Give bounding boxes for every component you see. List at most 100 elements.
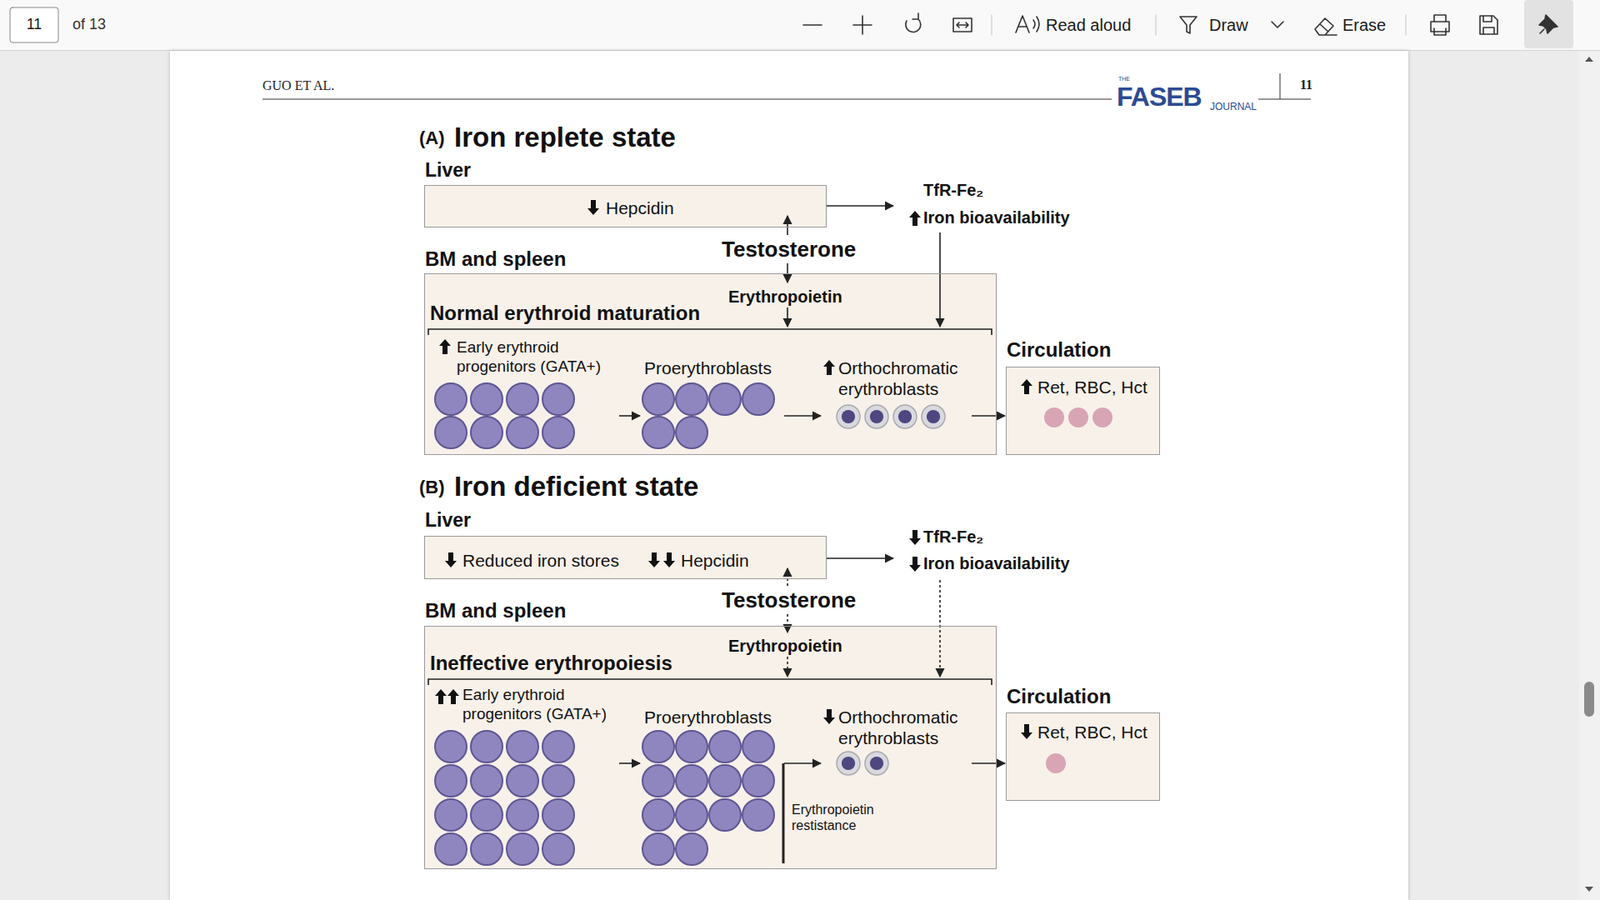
panel-title: Iron replete state <box>454 120 676 155</box>
toolbar-separator <box>991 15 1406 35</box>
progenitor-cell <box>642 730 675 763</box>
flow-arrow <box>619 762 640 765</box>
progenitor-cell <box>470 765 503 797</box>
liver-output-arrow <box>826 557 894 560</box>
testosterone-arrow <box>786 215 789 235</box>
box-text: Erythropoietin <box>728 286 843 307</box>
progenitor-cell <box>506 765 539 797</box>
erythroblast-cell <box>865 405 889 429</box>
progenitor-cell <box>709 730 741 763</box>
page-number: 11 <box>1300 76 1313 93</box>
progenitor-cell <box>675 383 708 415</box>
flow-arrow <box>619 415 640 417</box>
increase-arrow <box>909 210 921 226</box>
zoom-in-icon <box>853 15 872 35</box>
progenitor-cell <box>435 730 467 763</box>
progenitor-cell <box>642 383 675 415</box>
decrease-arrow <box>823 709 835 725</box>
box-text: Ret, RBC, Hct <box>1037 721 1148 743</box>
fit-width-icon <box>953 18 972 32</box>
organ-box: LiverHepcidin <box>424 185 827 228</box>
cell-group: Early erythroid progenitors (GATA+) <box>434 334 620 451</box>
box-fill <box>424 185 827 228</box>
resistance-bar <box>782 763 785 864</box>
cell-group: Orthochromatic erythroblasts <box>821 680 972 797</box>
cell-label: Early erythroid progenitors (GATA+) <box>462 685 618 725</box>
red-blood-cell <box>1045 753 1066 774</box>
box-text: Ret, RBC, Hct <box>1037 376 1148 398</box>
box-heading: Liver <box>425 509 471 533</box>
progenitor-cell <box>642 833 675 865</box>
progenitor-cell <box>642 765 675 797</box>
increase-arrow <box>435 689 447 705</box>
progenitor-cell <box>470 833 503 865</box>
box-fill <box>424 625 997 870</box>
progenitor-cell <box>435 799 467 831</box>
progenitor-cell <box>742 730 775 763</box>
erythroblast-nucleus <box>870 756 884 770</box>
progenitor-cell <box>542 765 575 797</box>
decrease-arrow <box>648 552 660 568</box>
box-subheading: Ineffective erythropoiesis <box>430 651 673 676</box>
erythroblast-cell <box>836 405 860 429</box>
progenitor-cell <box>675 765 708 797</box>
box-fill <box>1005 712 1160 801</box>
progenitor-cell <box>470 799 503 831</box>
toolbar-button: Erase <box>1342 15 1386 35</box>
hormone-label: Testosterone <box>721 587 856 614</box>
red-blood-cell <box>1092 407 1113 428</box>
progenitor-cell <box>470 416 503 449</box>
circulation-box: CirculationRet, RBC, Hct <box>1005 712 1160 801</box>
progenitor-cell <box>506 383 539 415</box>
flow-arrow <box>784 762 821 765</box>
progenitor-cell <box>506 730 539 763</box>
box-subheading: Normal erythroid maturation <box>430 301 700 326</box>
compartment-box: BM and spleenErythropoietinNormal erythr… <box>424 273 997 455</box>
progenitor-cell <box>642 416 675 449</box>
red-blood-cell <box>1044 407 1065 428</box>
iron-label: Iron bioavailability <box>923 207 1070 228</box>
iron-label: TfR-Fe₂ <box>923 180 984 200</box>
box-text: Reduced iron stores <box>462 550 620 571</box>
cell-group: Proerythroblasts <box>640 334 785 451</box>
progenitor-cell <box>709 383 741 415</box>
print-icon <box>1430 15 1450 35</box>
progenitor-cell <box>542 799 575 831</box>
iron-label: Iron bioavailability <box>923 553 1070 574</box>
decrease-arrow <box>587 200 600 215</box>
progenitor-cell <box>709 799 741 831</box>
flow-arrow <box>971 415 1005 417</box>
erythroblast-nucleus <box>841 756 855 770</box>
decrease-arrow <box>663 552 675 568</box>
cell-group: Orthochromatic erythroblasts <box>821 334 972 451</box>
page-count: of 13 <box>72 15 106 35</box>
compartment-box: BM and spleenErythropoietinIneffective e… <box>424 625 997 870</box>
pin-icon <box>1539 15 1558 34</box>
box-fill <box>424 535 827 580</box>
box-heading: Liver <box>425 159 471 183</box>
erythroblast-nucleus <box>841 410 855 424</box>
toolbar-button: Read aloud <box>1045 15 1131 35</box>
cell-label: Proerythroblasts <box>644 357 772 379</box>
connectors <box>619 415 1005 764</box>
erythroblast-cell <box>865 751 889 775</box>
box-heading: BM and spleen <box>425 599 566 624</box>
erythroblast-cell <box>836 751 860 775</box>
toolbar-button: Draw <box>1209 15 1249 35</box>
scroll-arrows <box>1585 56 1594 892</box>
progenitor-cell <box>709 765 741 797</box>
progenitor-cell <box>675 416 708 449</box>
journal-logo: FASEB <box>1116 80 1202 113</box>
zoom-out-icon <box>803 24 822 26</box>
read-aloud-icon <box>1015 15 1040 33</box>
cell-group: Proerythroblasts <box>640 680 785 868</box>
red-blood-cell <box>1068 407 1089 428</box>
progenitor-cell <box>435 383 467 415</box>
erythroblast-cell <box>893 405 917 429</box>
page-number-input <box>10 7 59 43</box>
increase-arrow <box>439 339 451 355</box>
box-fill <box>1005 366 1160 455</box>
iron-supply-arrow <box>939 580 941 677</box>
increase-arrow <box>823 360 835 375</box>
iron-label: TfR-Fe₂ <box>923 526 984 547</box>
